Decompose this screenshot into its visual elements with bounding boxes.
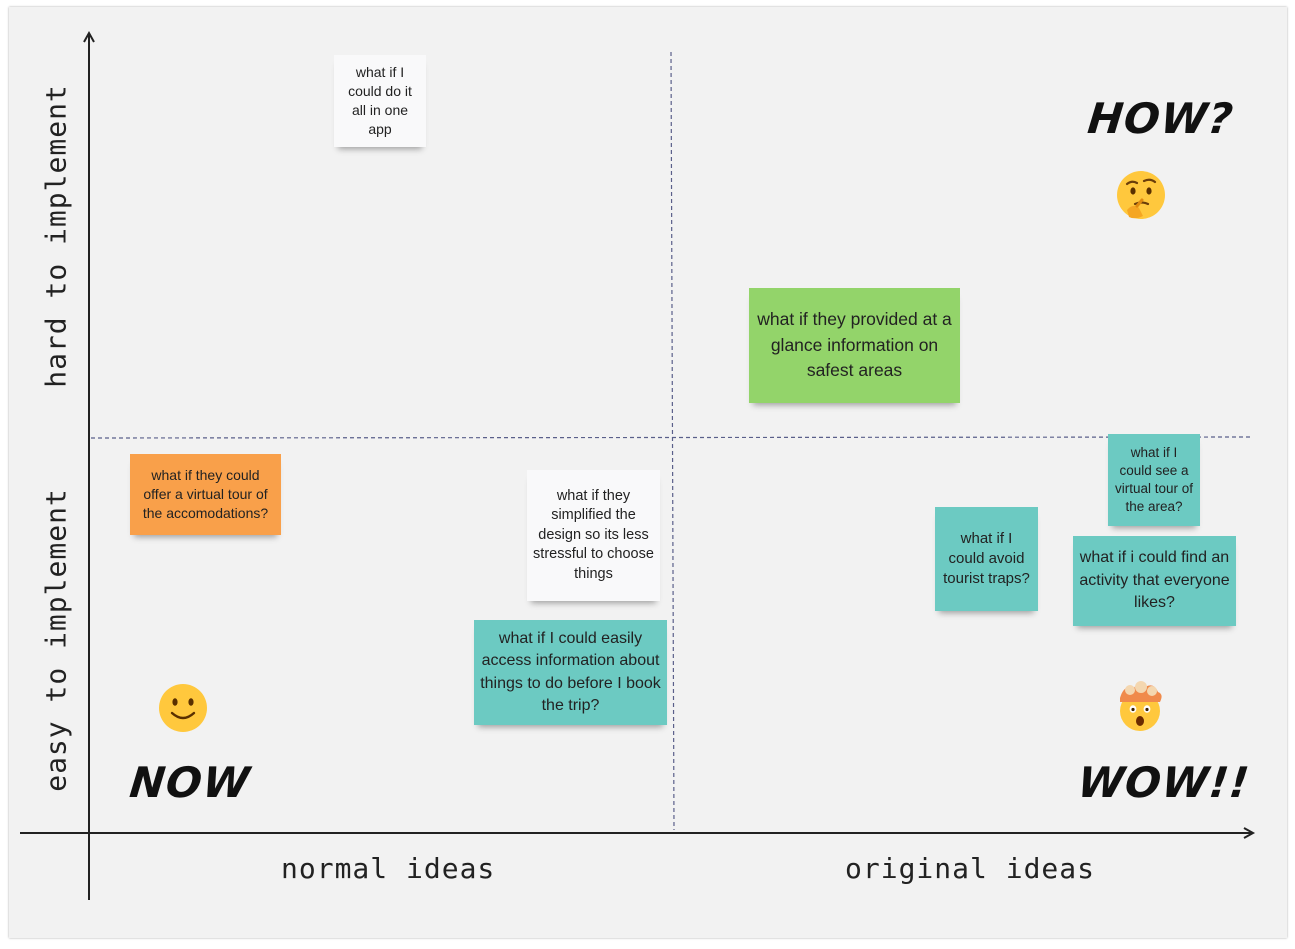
exploding-head-icon	[1120, 681, 1162, 731]
sticky-note-safest-areas[interactable]: what if they provided at a glance inform…	[749, 288, 960, 403]
x-axis-label-left: normal ideas	[281, 852, 496, 885]
vertical-divider	[670, 51, 675, 831]
sticky-note-simplified-design[interactable]: what if they simplified the design so it…	[527, 470, 660, 601]
sticky-note-activity-everyone-likes[interactable]: what if i could find an activity that ev…	[1073, 536, 1236, 626]
x-axis-arrowhead	[1243, 827, 1256, 839]
quadrant-label-now: NOW	[127, 758, 253, 807]
thinking-face-icon	[1117, 171, 1165, 219]
quadrant-label-how: HOW?	[1085, 94, 1237, 143]
quadrant-label-wow: WOW!!	[1075, 758, 1253, 807]
y-axis-label-bottom: easy to implement	[39, 488, 73, 792]
y-axis-arrowhead	[83, 30, 95, 43]
horizontal-divider	[90, 436, 1253, 439]
sticky-note-access-information[interactable]: what if I could easily access informatio…	[474, 620, 667, 725]
smiling-face-icon	[159, 684, 207, 732]
sticky-note-avoid-tourist-traps[interactable]: what if I could avoid tourist traps?	[935, 507, 1038, 611]
sticky-note-virtual-tour-area[interactable]: what if I could see a virtual tour of th…	[1108, 434, 1200, 526]
y-axis-label-top: hard to implement	[39, 84, 73, 388]
sticky-note-all-in-one-app[interactable]: what if I could do it all in one app	[334, 55, 426, 147]
sticky-note-virtual-tour-accommodations[interactable]: what if they could offer a virtual tour …	[130, 454, 281, 535]
x-axis-label-right: original ideas	[845, 852, 1096, 885]
